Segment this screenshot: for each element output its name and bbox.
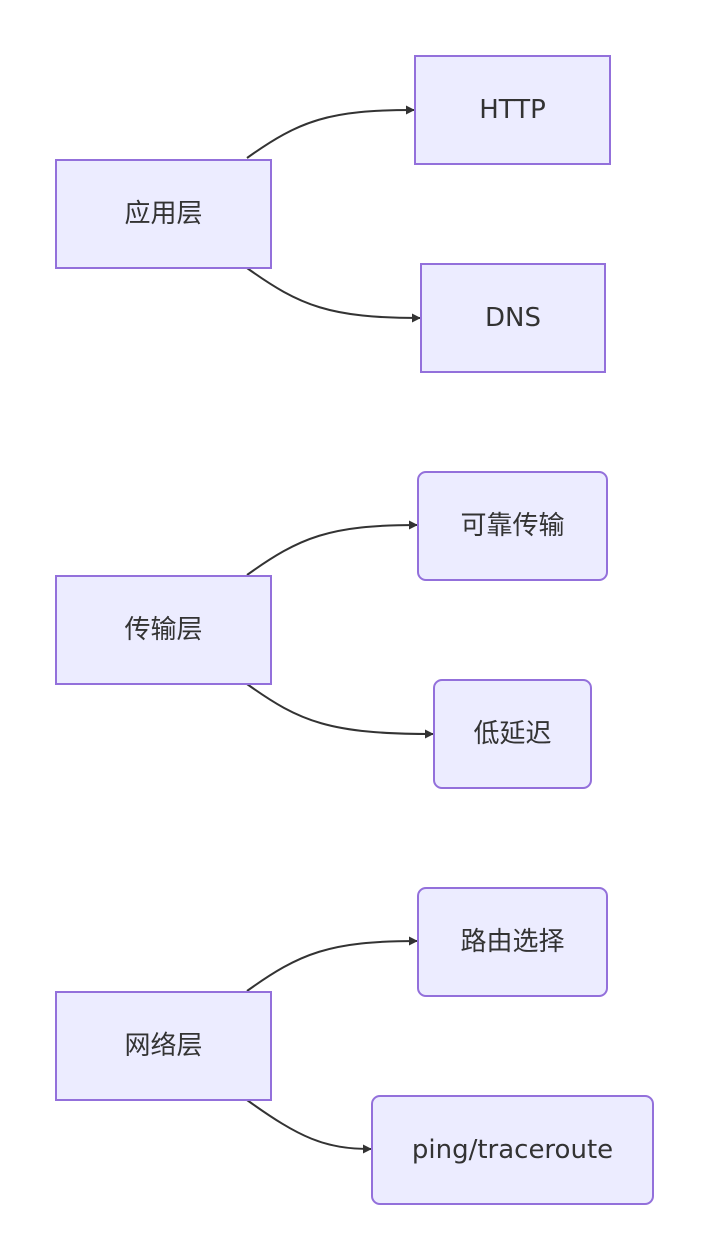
node-label: ping/traceroute — [411, 1135, 614, 1165]
edge-app-to-http — [246, 105, 415, 159]
node-routing-selection: 路由选择 — [417, 887, 608, 997]
node-label: HTTP — [479, 95, 546, 125]
node-ping-traceroute: ping/traceroute — [371, 1095, 654, 1205]
node-label: 低延迟 — [473, 719, 552, 749]
node-label: 应用层 — [124, 199, 203, 229]
edge-app-to-dns — [246, 267, 421, 323]
edge-network-to-routing — [246, 936, 418, 992]
node-application-layer: 应用层 — [55, 159, 272, 269]
edge-transport-to-low-latency — [246, 683, 434, 739]
node-transport-layer: 传输层 — [55, 575, 272, 685]
node-low-latency: 低延迟 — [433, 679, 592, 789]
edge-network-to-ping — [246, 1099, 372, 1154]
node-reliable-transmission: 可靠传输 — [417, 471, 608, 581]
node-dns: DNS — [420, 263, 606, 373]
edge-transport-to-reliable — [246, 520, 418, 576]
node-label: 网络层 — [124, 1031, 203, 1061]
node-label: DNS — [485, 303, 541, 333]
node-network-layer: 网络层 — [55, 991, 272, 1101]
node-label: 路由选择 — [460, 927, 565, 957]
node-label: 传输层 — [124, 615, 203, 645]
node-http: HTTP — [414, 55, 611, 165]
node-label: 可靠传输 — [460, 511, 565, 541]
